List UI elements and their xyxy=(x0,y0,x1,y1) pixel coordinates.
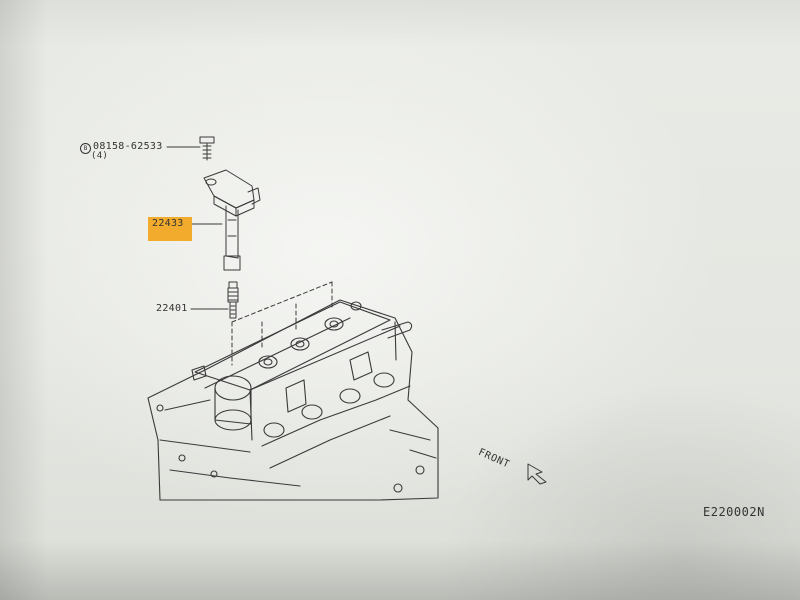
front-arrow-icon xyxy=(527,463,547,485)
bolt-symbol-icon: B xyxy=(80,143,91,154)
engine-block xyxy=(147,299,439,501)
spark-plug-part xyxy=(227,281,239,319)
figure-code: E220002N xyxy=(703,505,765,519)
plug-part-number[interactable]: 22401 xyxy=(156,303,188,314)
dashed-guide-lines xyxy=(231,281,333,366)
coil-part-number[interactable]: 22433 xyxy=(152,218,184,229)
part-highlight-marker xyxy=(148,217,192,241)
ignition-coil-part xyxy=(203,169,261,271)
bolt-part-number[interactable]: 08158-62533 xyxy=(93,141,163,152)
bolt-quantity: (4) xyxy=(91,151,109,161)
bolt-part xyxy=(199,136,215,161)
